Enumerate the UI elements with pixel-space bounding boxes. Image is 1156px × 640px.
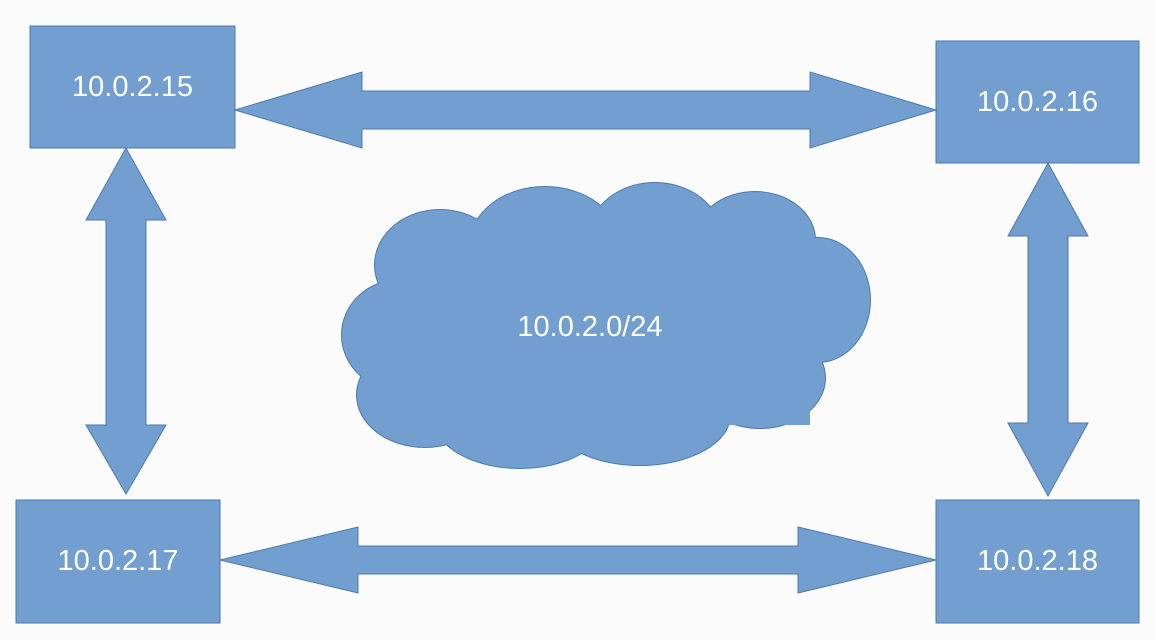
link-arrow-17-18 [219,526,937,594]
host-box-17 [15,499,221,624]
link-arrow-16-18 [1007,161,1089,498]
link-arrow-15-17 [85,146,167,495]
subnet-label: 10.0.2.0/24 [517,310,663,343]
host-node: 10.0.2.17 [16,500,220,623]
host-address-label: 10.0.2.17 [57,545,179,577]
subnet-cloud [342,183,870,468]
host-node: 10.0.2.15 [30,26,235,148]
link-arrow-15-16 [233,71,938,149]
host-address-label: 10.0.2.18 [977,545,1098,577]
host-address-label: 10.0.2.16 [977,85,1098,118]
host-node: 10.0.2.18 [936,500,1139,623]
host-box-18 [935,499,1140,624]
host-box-15 [29,25,236,149]
host-address-label: 10.0.2.15 [72,70,193,103]
host-node: 10.0.2.16 [936,41,1139,163]
host-box-16 [935,40,1140,164]
